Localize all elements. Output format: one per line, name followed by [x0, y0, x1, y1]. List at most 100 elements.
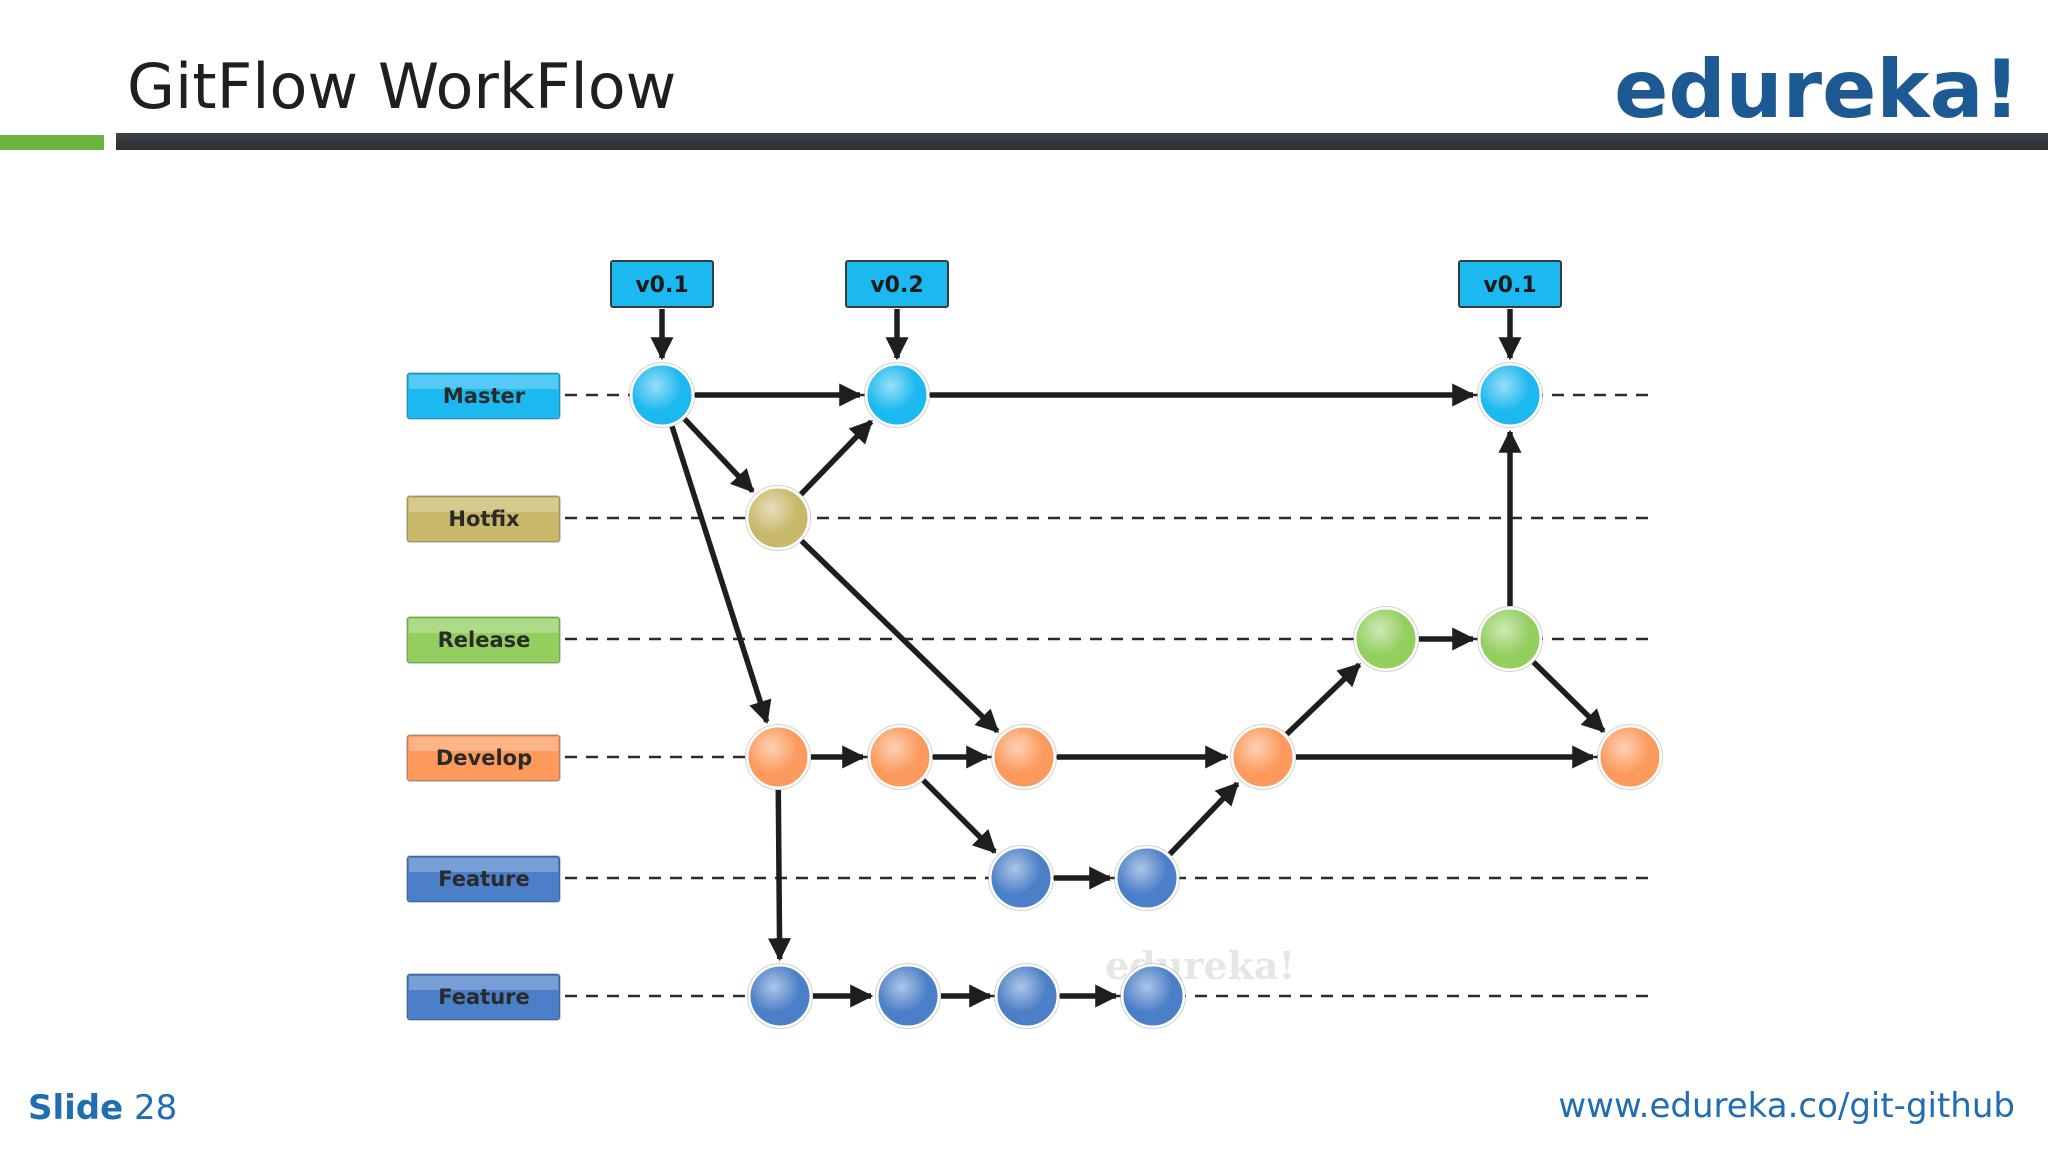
lane-label-box — [406, 734, 561, 782]
commit-node-outline — [1230, 724, 1296, 790]
edge-h1-m2 — [798, 419, 874, 497]
commit-node-outline — [745, 724, 811, 790]
commit-node-shine — [631, 364, 693, 426]
lane-label: Feature — [438, 867, 530, 891]
commit-node-outline — [629, 362, 695, 428]
commit-node-outline — [991, 724, 1057, 790]
commit-f2a — [747, 963, 813, 1029]
version-tag-label: v0.2 — [870, 273, 923, 298]
commit-r1 — [1353, 606, 1419, 672]
lane-feature2: Feature — [406, 973, 1655, 1021]
tags-layer: v0.1 v0.2 v0.1 — [610, 260, 1562, 361]
edge-r2-d5 — [1531, 660, 1606, 734]
version-tag-label: v0.1 — [635, 273, 688, 298]
version-tag: v0.1 — [1458, 260, 1562, 361]
lane-label-box — [406, 616, 561, 664]
commit-node-shine — [996, 965, 1058, 1027]
lane-hotfix: Hotfix — [406, 495, 1655, 543]
commit-node-shine — [866, 364, 928, 426]
version-tag-label: v0.1 — [1483, 273, 1536, 298]
edge-d2-f1a — [921, 778, 997, 854]
commit-f2c — [994, 963, 1060, 1029]
lane-label-highlight — [409, 976, 558, 990]
lane-label-highlight — [409, 619, 558, 633]
lane-label: Hotfix — [448, 507, 520, 531]
title-accent-bar — [0, 135, 104, 150]
commit-h1 — [745, 485, 811, 551]
footer-url: www.edureka.co/git-github — [1558, 1086, 2015, 1126]
slide-number: Slide 28 — [28, 1088, 177, 1128]
commit-node-shine — [1479, 608, 1541, 670]
lane-label-highlight — [409, 375, 558, 389]
commit-node-outline — [867, 724, 933, 790]
commit-node-outline — [747, 963, 813, 1029]
slide-title: GitFlow WorkFlow — [127, 50, 677, 123]
slide-label: Slide — [28, 1088, 124, 1128]
lane-label-box — [406, 973, 561, 1021]
lane-label-highlight — [409, 498, 558, 512]
commit-node-outline — [864, 362, 930, 428]
commit-m2 — [864, 362, 930, 428]
lane-label: Release — [438, 628, 531, 652]
commit-node-shine — [749, 965, 811, 1027]
commit-node-shine — [1479, 364, 1541, 426]
commit-node-outline — [1120, 963, 1186, 1029]
edge-h1-d3 — [799, 539, 1000, 734]
commit-node-shine — [1355, 608, 1417, 670]
commit-d5 — [1597, 724, 1663, 790]
commit-node-outline — [875, 963, 941, 1029]
commit-node-shine — [877, 965, 939, 1027]
version-tag-box — [845, 260, 949, 308]
lane-label-box — [406, 855, 561, 903]
commit-d3 — [991, 724, 1057, 790]
commit-node-outline — [1597, 724, 1663, 790]
commit-node-shine — [747, 487, 809, 549]
commit-node-shine — [869, 726, 931, 788]
commit-r2 — [1477, 606, 1543, 672]
commit-node-outline — [1477, 606, 1543, 672]
slide-number-value: 28 — [134, 1088, 178, 1128]
lane-label: Feature — [438, 985, 530, 1009]
lane-label-box — [406, 495, 561, 543]
commit-node-shine — [990, 847, 1052, 909]
edges-layer — [669, 383, 1606, 1008]
commit-node-outline — [988, 845, 1054, 911]
commit-f1a — [988, 845, 1054, 911]
commit-node-shine — [1232, 726, 1294, 788]
commit-d2 — [867, 724, 933, 790]
commit-d1 — [745, 724, 811, 790]
commit-f2b — [875, 963, 941, 1029]
commit-d4 — [1230, 724, 1296, 790]
commits-layer — [629, 362, 1663, 1029]
commit-node-outline — [1114, 845, 1180, 911]
commit-f2d — [1120, 963, 1186, 1029]
lane-label-box — [406, 372, 561, 420]
commit-node-outline — [1477, 362, 1543, 428]
edge-d4-r1 — [1284, 662, 1362, 737]
commit-node-outline — [1353, 606, 1419, 672]
commit-f1b — [1114, 845, 1180, 911]
commit-node-shine — [1116, 847, 1178, 909]
lane-label-highlight — [409, 737, 558, 751]
version-tag: v0.2 — [845, 260, 949, 361]
edge-f1b-d4 — [1167, 781, 1240, 857]
version-tag-box — [1458, 260, 1562, 308]
commit-node-shine — [1122, 965, 1184, 1027]
lane-label: Master — [443, 384, 526, 408]
commit-node-shine — [747, 726, 809, 788]
edge-d1-f2a — [767, 789, 792, 962]
commit-m1 — [629, 362, 695, 428]
edge-m1-d1 — [669, 425, 772, 724]
commit-m3 — [1477, 362, 1543, 428]
title-divider-bar — [116, 133, 2048, 150]
lane-label: Develop — [436, 746, 532, 770]
commit-node-shine — [1599, 726, 1661, 788]
version-tag-box — [610, 260, 714, 308]
commit-node-shine — [993, 726, 1055, 788]
edge-m1-h1 — [682, 417, 755, 493]
commit-node-outline — [745, 485, 811, 551]
lane-label-highlight — [409, 858, 558, 872]
version-tag: v0.1 — [610, 260, 714, 361]
